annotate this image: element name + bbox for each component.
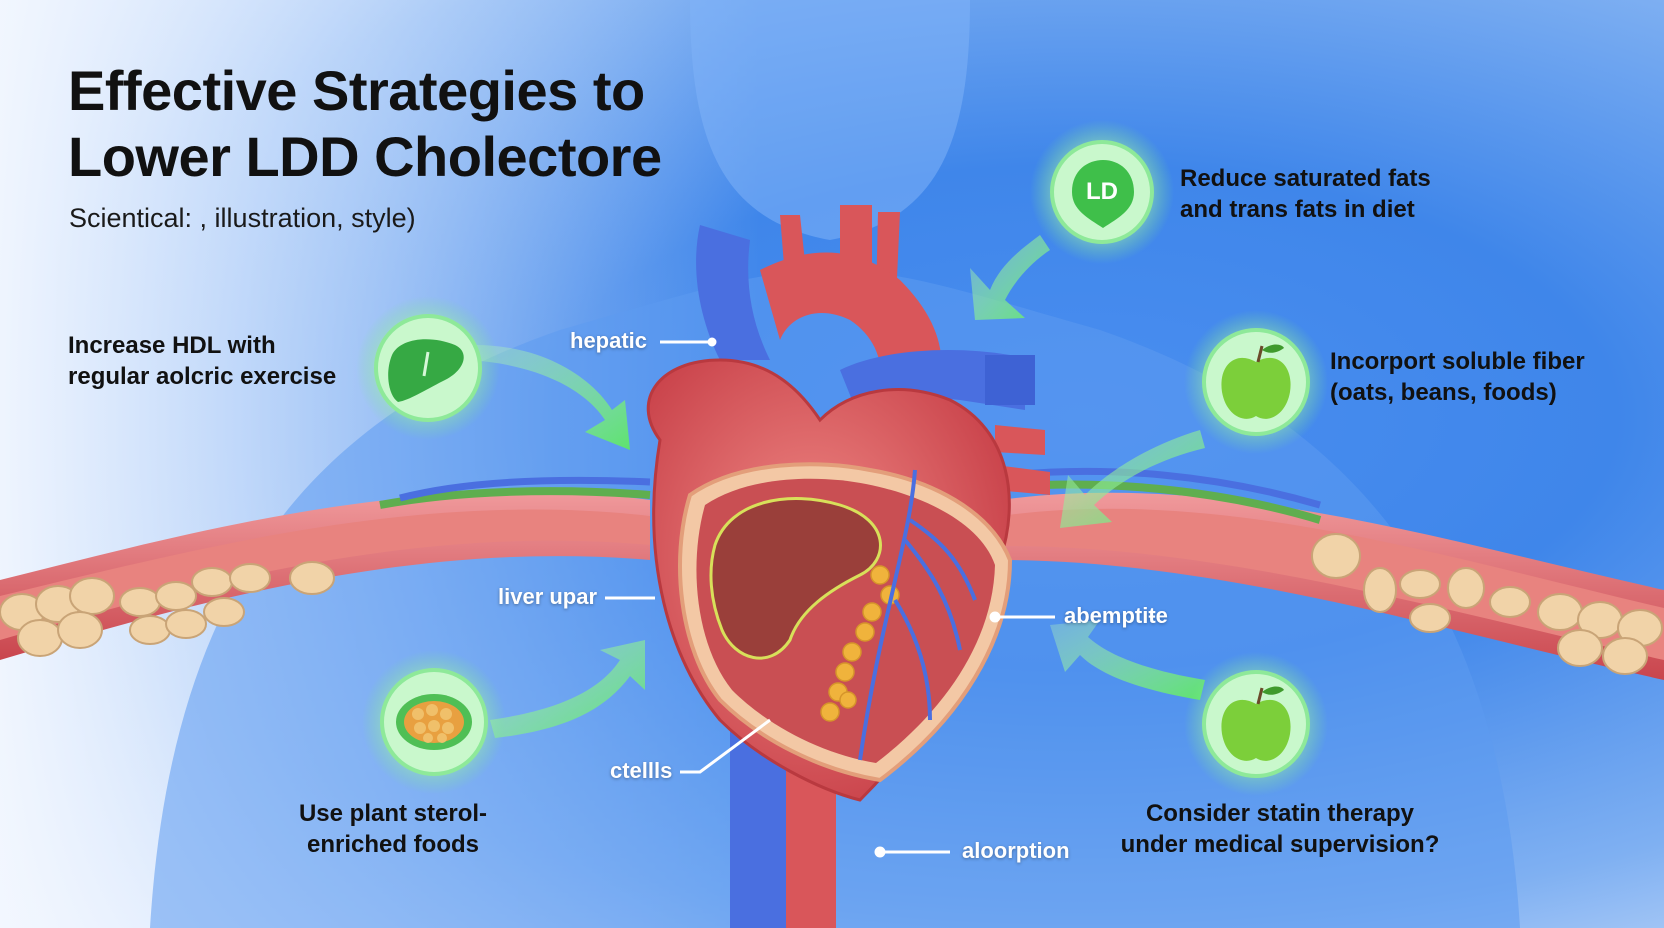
callout-lines <box>605 337 1055 858</box>
green-arrows <box>470 235 1205 738</box>
apple-icon-bottom <box>1184 652 1328 796</box>
callout-liver: liver upar <box>498 584 598 609</box>
liver-icon <box>356 296 500 440</box>
ld-badge-label: LD <box>1086 178 1118 205</box>
strategy-plant-sterol: Use plant sterol- enriched foods <box>298 800 488 858</box>
strategy-hdl-exercise: Increase HDL with regular aolcric exerci… <box>68 332 337 390</box>
callout-absorption: aloorption <box>962 838 1070 863</box>
subtitle: Scientical: , illustration, style) <box>69 203 416 233</box>
ld-badge-disc <box>1030 120 1174 264</box>
beans-icon <box>362 650 506 794</box>
callout-cells: ctellls <box>610 758 673 783</box>
strategy-soluble-fiber: Incorport soluble fiber (oats, beans, fo… <box>1330 348 1585 406</box>
left-artery <box>0 476 651 660</box>
callout-absorptive: abemptiŧe <box>1064 603 1168 628</box>
title-line-1: Effective Strategies to <box>68 59 645 122</box>
callout-hepatic: hepatic <box>570 328 648 353</box>
title-line-2: Lower LDD Cholectore <box>68 125 662 188</box>
strategy-statin: Consider statin therapy under medical su… <box>1120 800 1440 858</box>
strategy-saturated-fats: Reduce saturated fats and trans fats in … <box>1180 165 1431 223</box>
heart <box>646 205 1050 802</box>
apple-icon-top <box>1184 310 1328 454</box>
page-title: Effective Strategies to Lower LDD Cholec… <box>68 58 708 190</box>
